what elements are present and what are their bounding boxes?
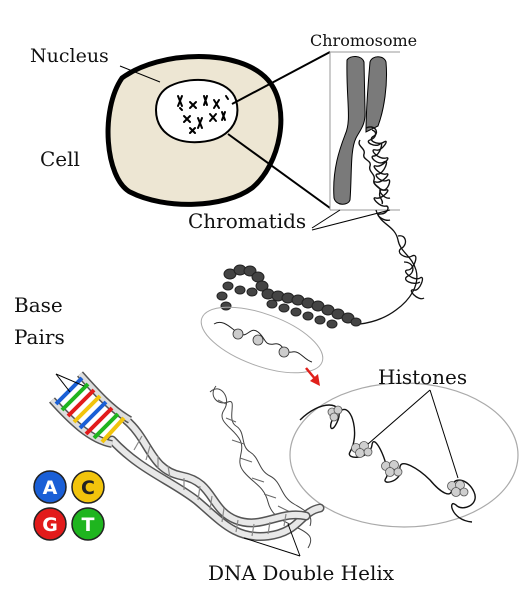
base-legend: A C G T [33, 470, 105, 541]
nucleus-label: Nucleus [30, 45, 109, 67]
zoom-lines-nucleus [227, 51, 331, 209]
base-g-letter: G [42, 514, 58, 536]
base-pairs-pointers [55, 373, 85, 393]
dna-double-helix-label: DNA Double Helix [208, 561, 395, 585]
base-pairs-label-line2: Pairs [14, 325, 65, 349]
histone-cluster [327, 405, 343, 422]
zoom-arrow [305, 367, 320, 386]
nucleosome-overview [200, 306, 324, 374]
histone-cluster [351, 441, 373, 458]
nucleus-chromosomes [177, 95, 229, 134]
histone-cluster [447, 480, 469, 497]
base-t-letter: T [82, 514, 95, 536]
histones-zoom [289, 382, 519, 528]
chromatin-loops [359, 209, 425, 325]
base-t-badge: T [71, 507, 105, 541]
histone-cluster [381, 460, 403, 477]
chromosome-label: Chromosome [310, 31, 417, 50]
cell-label: Cell [40, 147, 80, 171]
histones-label: Histones [378, 365, 467, 389]
solenoid-fiber [216, 264, 362, 329]
chromatids-label: Chromatids [188, 209, 306, 233]
chromatin-coil [358, 126, 391, 222]
histones-pointers [367, 389, 459, 479]
dna-double-helix [107, 415, 325, 541]
base-g-badge: G [33, 507, 67, 541]
nucleus-pointer [119, 65, 161, 83]
chromatids-pointers [311, 209, 391, 231]
base-pairs-label-line1: Base [14, 293, 63, 317]
chromosome [333, 56, 387, 205]
dna-rungs-thin [217, 399, 303, 523]
nucleus [154, 78, 239, 144]
helix-pointers [243, 523, 301, 557]
base-c-badge: C [71, 470, 105, 504]
base-a-badge: A [33, 470, 67, 504]
base-a-letter: A [43, 477, 58, 499]
base-c-letter: C [81, 477, 95, 499]
